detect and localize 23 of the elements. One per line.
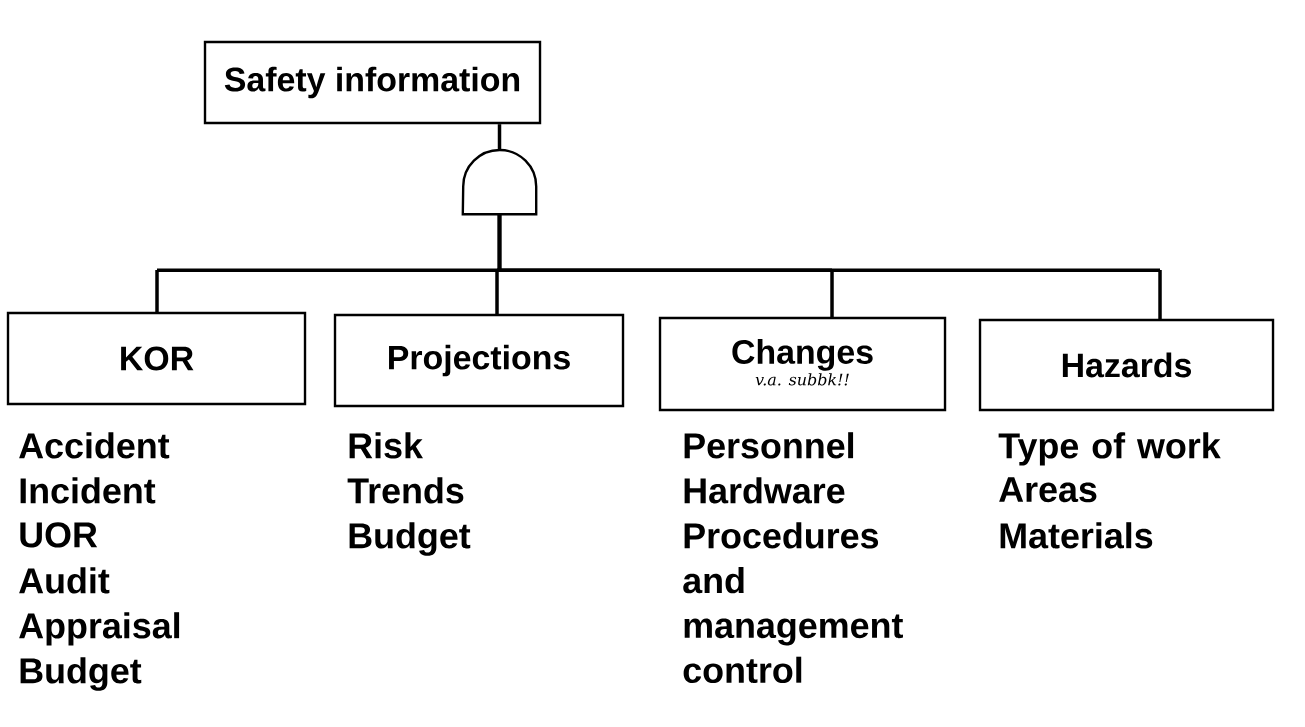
- category-box: Changes v.a. subbk!!: [658, 316, 947, 412]
- list-item: Trends: [347, 477, 464, 504]
- connector: [497, 214, 1162, 320]
- and-gate: [461, 148, 538, 216]
- connector: [497, 124, 502, 150]
- list-item: Personnel: [684, 432, 854, 459]
- list-item: Areas: [999, 477, 1097, 503]
- list-item: Appraisal: [19, 612, 180, 646]
- list-item: Budget: [349, 522, 471, 556]
- list-item: Type of work: [998, 432, 1221, 466]
- list-item: Hardware: [684, 477, 845, 504]
- category-box: Projections: [333, 313, 625, 408]
- category-box: Hazards: [978, 318, 1275, 412]
- list-item: Risk: [349, 432, 423, 459]
- list-item: Procedures and management control: [683, 522, 903, 684]
- title-box: Safety information: [203, 40, 542, 125]
- list-item: Accident: [19, 432, 170, 459]
- category-box: KOR: [6, 311, 307, 406]
- list-item: Incident: [20, 477, 156, 504]
- list-item: Audit: [19, 567, 110, 594]
- list-item: Materials: [1000, 522, 1153, 549]
- list-item: Budget: [20, 657, 142, 691]
- list-item: UOR: [20, 522, 98, 548]
